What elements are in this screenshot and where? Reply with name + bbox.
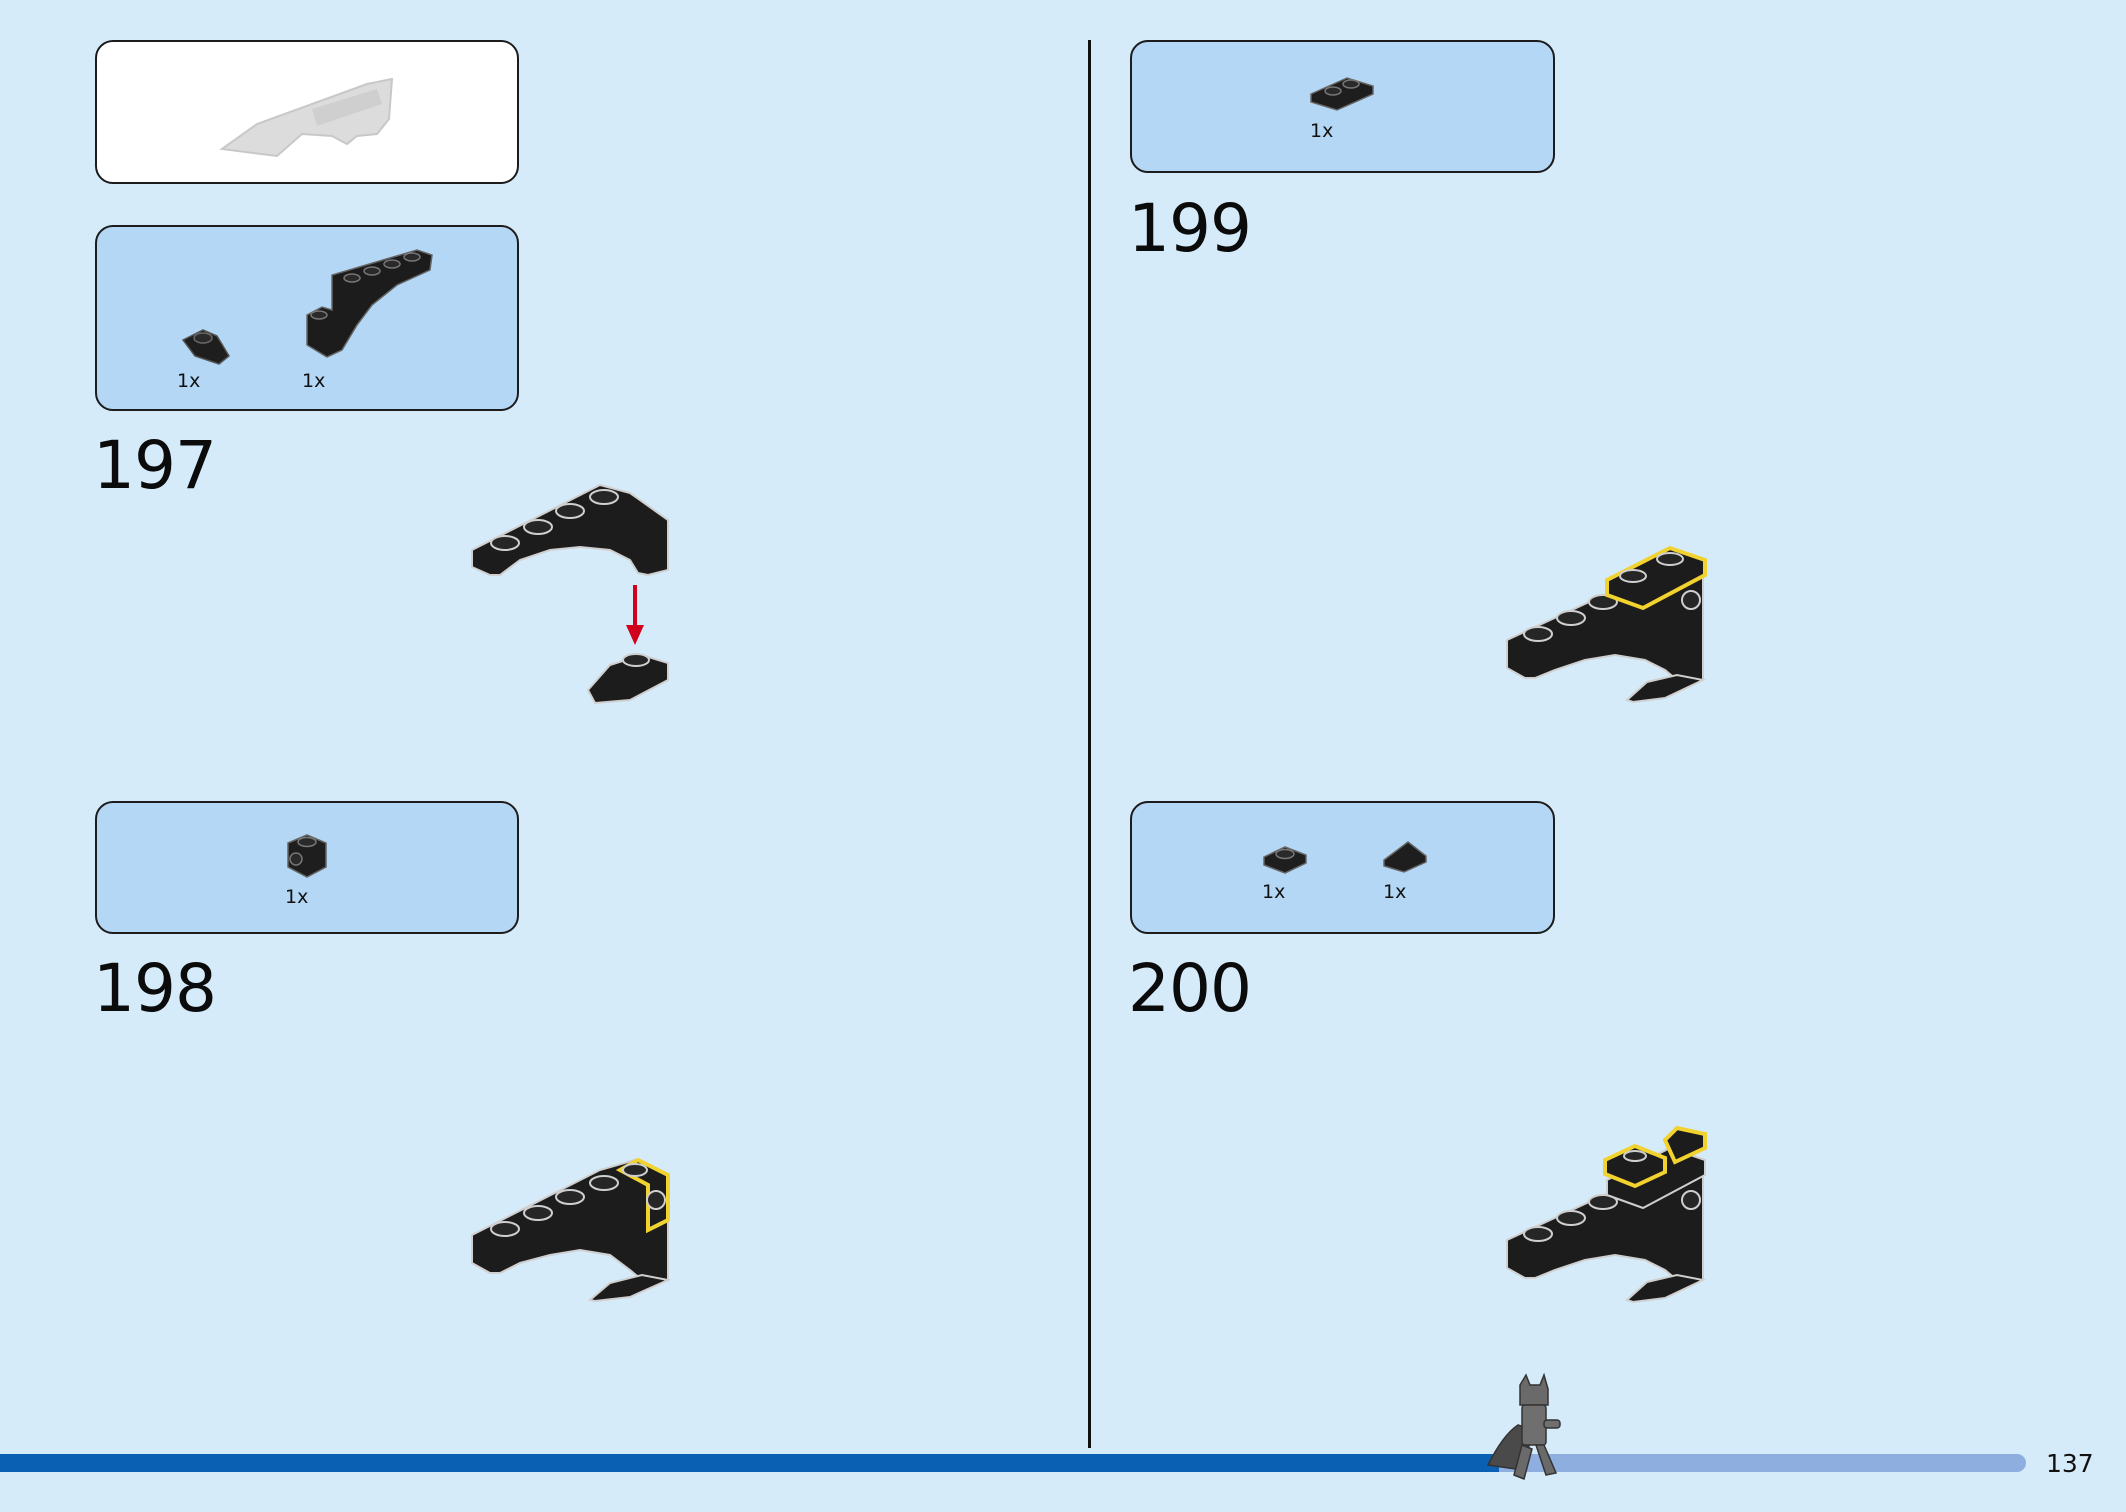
- progress-bar-fill: [0, 1454, 1500, 1472]
- highlighted-round-plate: [1603, 1143, 1667, 1189]
- step-number: 200: [1128, 950, 1252, 1027]
- step-number: 198: [93, 950, 217, 1027]
- batman-minifigure-icon: [1486, 1372, 1561, 1481]
- part-qty: 1x: [1383, 881, 1407, 903]
- part-qty: 1x: [1310, 120, 1334, 142]
- part-qty: 1x: [285, 886, 309, 908]
- step-199-assembly-illustration: [1506, 545, 1707, 704]
- arch-brick-icon: [306, 249, 433, 358]
- progress-bar: [0, 1454, 2026, 1472]
- highlighted-new-part: [615, 1157, 670, 1234]
- step-198-assembly-illustration: [471, 1157, 672, 1303]
- step-197-parts-box: 1x 1x: [95, 225, 519, 411]
- part-qty: 1x: [302, 370, 326, 392]
- part-qty: 1x: [177, 370, 201, 392]
- page-number: 137: [2046, 1449, 2094, 1478]
- step-200-parts-box: 1x 1x: [1130, 801, 1555, 934]
- step-198-parts-box: 1x: [95, 801, 519, 934]
- slope-tile-icon: [1383, 841, 1427, 873]
- step-197-assembly-illustration: [471, 483, 669, 705]
- subassembly-preview-box: [95, 40, 519, 184]
- step-199-parts-box: 1x: [1130, 40, 1555, 173]
- step-number: 199: [1128, 190, 1252, 267]
- plate-1x2-icon: [1310, 77, 1374, 111]
- step-number: 197: [93, 427, 217, 504]
- round-plate-icon: [1263, 846, 1307, 874]
- highlighted-slope-tile: [1662, 1125, 1707, 1165]
- step-200-assembly-illustration: [1506, 1125, 1707, 1304]
- brick-with-stud-side-icon: [287, 834, 327, 878]
- tile-nose-piece-icon: [181, 329, 230, 365]
- page-divider: [1088, 40, 1091, 1448]
- gray-arch-preview-icon: [219, 77, 394, 158]
- part-qty: 1x: [1262, 881, 1286, 903]
